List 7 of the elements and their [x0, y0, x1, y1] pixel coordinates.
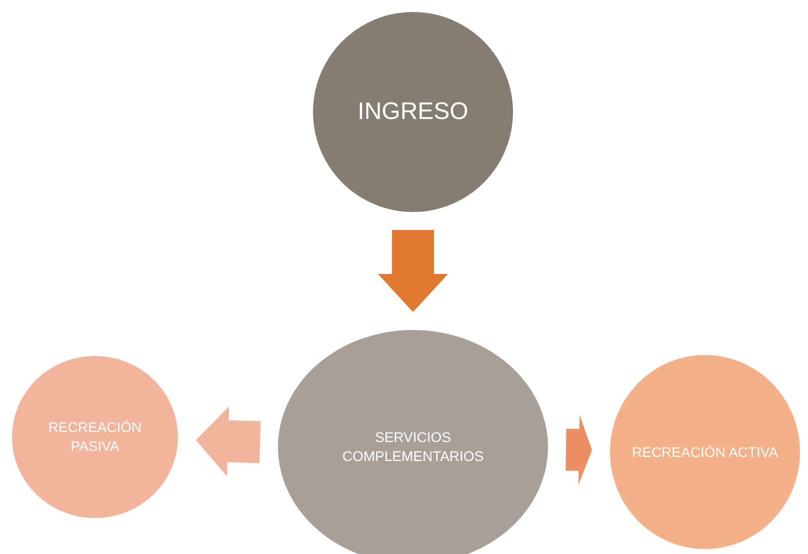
node-label: RECREACIÓN ACTIVA — [632, 442, 778, 462]
node-label: INGRESO — [358, 96, 468, 127]
node-label: RECREACIÓN PASIVA — [47, 418, 143, 456]
node-label: SERVICIOS COMPLEMENTARIOS — [341, 428, 485, 466]
block-arrow — [196, 406, 261, 476]
block-arrow — [566, 414, 592, 485]
block-arrow — [378, 230, 448, 312]
